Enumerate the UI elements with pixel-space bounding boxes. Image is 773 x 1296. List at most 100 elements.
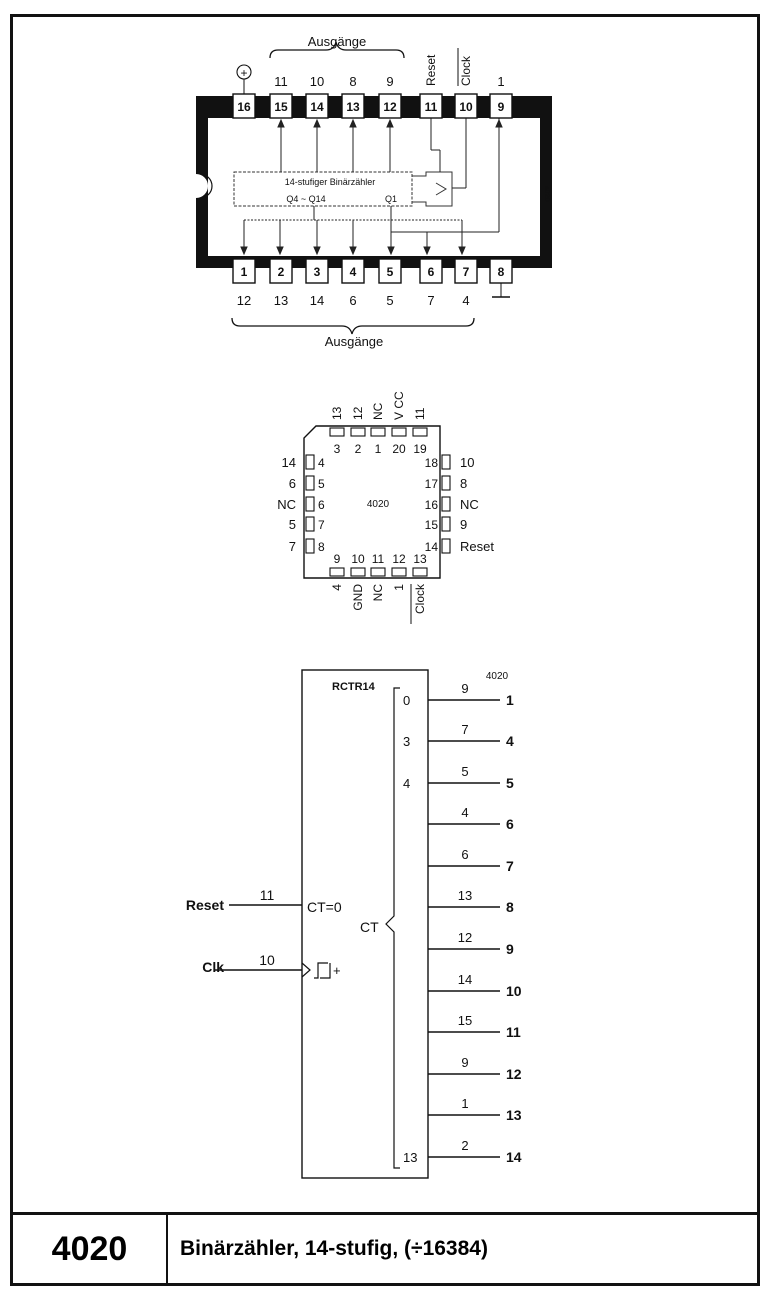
dip-bottom-arrows (240, 220, 466, 256)
top-outputs-label: Ausgänge (308, 34, 367, 49)
dip-pin-function: 1 (497, 74, 504, 89)
plcc-pin-function: NC (371, 402, 385, 420)
output-q: 12 (506, 1066, 522, 1082)
dip-pin-number: 12 (383, 100, 397, 114)
dip-pin-box (305, 93, 329, 119)
dip-pin-number: 9 (498, 100, 505, 114)
q-range-text: Q4 ~ Q14 (286, 194, 325, 204)
plcc-pin-function: Reset (460, 539, 494, 554)
dip-pin-function: 11 (274, 74, 288, 89)
dip-pin-number: 14 (310, 100, 324, 114)
output-q: 7 (506, 858, 514, 874)
logic-body (301, 669, 429, 1179)
plcc-pin-function: 14 (282, 455, 296, 470)
output-q: 13 (506, 1107, 522, 1123)
dip-pin-box (454, 258, 478, 284)
output-stage: 4 (403, 776, 410, 791)
dip-pin-box (232, 258, 256, 284)
dip-pin-number: 3 (314, 265, 321, 279)
dip-pin-function: 9 (386, 74, 393, 89)
dip-pin-number: 15 (274, 100, 288, 114)
ct-bracket (385, 687, 400, 1169)
plcc-pin-function: 12 (351, 406, 365, 420)
plcc-pin-number: 13 (413, 552, 427, 566)
plcc-pin-number: 4 (318, 456, 325, 470)
reset-pin: 11 (260, 887, 275, 903)
dip-pin-number: 13 (346, 100, 360, 114)
plcc-pin-number: 12 (392, 552, 406, 566)
plcc-pad (391, 567, 407, 577)
counter-block (233, 171, 413, 207)
vcc-symbol: + (240, 66, 247, 80)
plcc-pin-number: 17 (425, 477, 439, 491)
output-pin: 7 (461, 722, 468, 737)
plcc-pin-function: NC (460, 497, 479, 512)
dip-pin-box (341, 93, 365, 119)
clk-func: + (333, 963, 341, 978)
plcc-pin-number: 15 (425, 518, 439, 532)
plcc-pin-function: 4 (330, 584, 344, 591)
dip-pin-number: 7 (463, 265, 470, 279)
plcc-pin-function: 5 (289, 517, 296, 532)
clk-dynamic-icon (301, 962, 311, 978)
plcc-pin-function: 1 (392, 584, 406, 591)
plcc-pad (305, 475, 315, 491)
logic-code: 4020 (486, 671, 509, 682)
logic-title: RCTR14 (332, 681, 376, 693)
dip-pin-number: 10 (459, 100, 473, 114)
dip-pin-number: 5 (387, 265, 394, 279)
output-pin: 12 (458, 930, 472, 945)
dip-pin-number: 4 (350, 265, 357, 279)
part-number: 4020 (13, 1215, 168, 1283)
output-pin: 15 (458, 1013, 472, 1028)
output-q: 8 (506, 899, 514, 915)
plcc-pad (441, 516, 451, 532)
plcc-pin-number: 2 (355, 442, 362, 456)
plcc-pad (305, 454, 315, 470)
side-code-text: 4020 (543, 186, 550, 202)
plcc-pin-number: 20 (392, 442, 406, 456)
dip-pin-box (232, 93, 256, 119)
counter-text: 14-stufiger Binärzähler (285, 177, 376, 187)
plcc-pin-number: 8 (318, 540, 325, 554)
schmitt-trigger-icon (314, 962, 331, 979)
plcc-pin-number: 11 (372, 552, 385, 566)
plcc-pin-function: 9 (460, 517, 467, 532)
dip-pin-box (454, 93, 478, 119)
dip-pin-function: 14 (310, 293, 324, 308)
pinout-diagram: Ausgänge Ausgänge + 14-stufiger Binärzäh… (186, 34, 552, 1179)
output-stage: 3 (403, 734, 410, 749)
plcc-pin-number: 1 (375, 442, 382, 456)
bottom-outputs-label: Ausgänge (325, 334, 384, 349)
output-q: 14 (506, 1149, 522, 1165)
plcc-pin-function: Clock (413, 583, 427, 614)
dip-pin-function: 8 (349, 74, 356, 89)
plcc-pad (441, 496, 451, 512)
plcc-pad (350, 567, 366, 577)
plcc-pad (305, 516, 315, 532)
dip-pin-function: 13 (274, 293, 288, 308)
plcc-pad (370, 427, 386, 437)
plcc-pad (441, 475, 451, 491)
plcc-pad (412, 427, 428, 437)
plcc-pin-number: 16 (425, 498, 439, 512)
plcc-pin-function: GND (351, 584, 365, 611)
plcc-pin-number: 7 (318, 518, 325, 532)
plcc-pad (305, 538, 315, 554)
dip-pin-box (378, 258, 402, 284)
output-pin: 2 (461, 1138, 468, 1153)
output-pin: 13 (458, 888, 472, 903)
dip-pin-function: 12 (237, 293, 251, 308)
plcc-pad (412, 567, 428, 577)
output-pin: 14 (458, 972, 472, 987)
dip-top-arrows (277, 118, 503, 172)
plcc-pin-function: 11 (413, 407, 427, 420)
output-q: 11 (506, 1024, 521, 1040)
plcc-center-label: 4020 (367, 499, 390, 510)
dip-package: Ausgänge Ausgänge + 14-stufiger Binärzäh… (196, 34, 552, 349)
plcc-pad (329, 427, 345, 437)
plcc-pin-function: V CC (392, 391, 406, 420)
